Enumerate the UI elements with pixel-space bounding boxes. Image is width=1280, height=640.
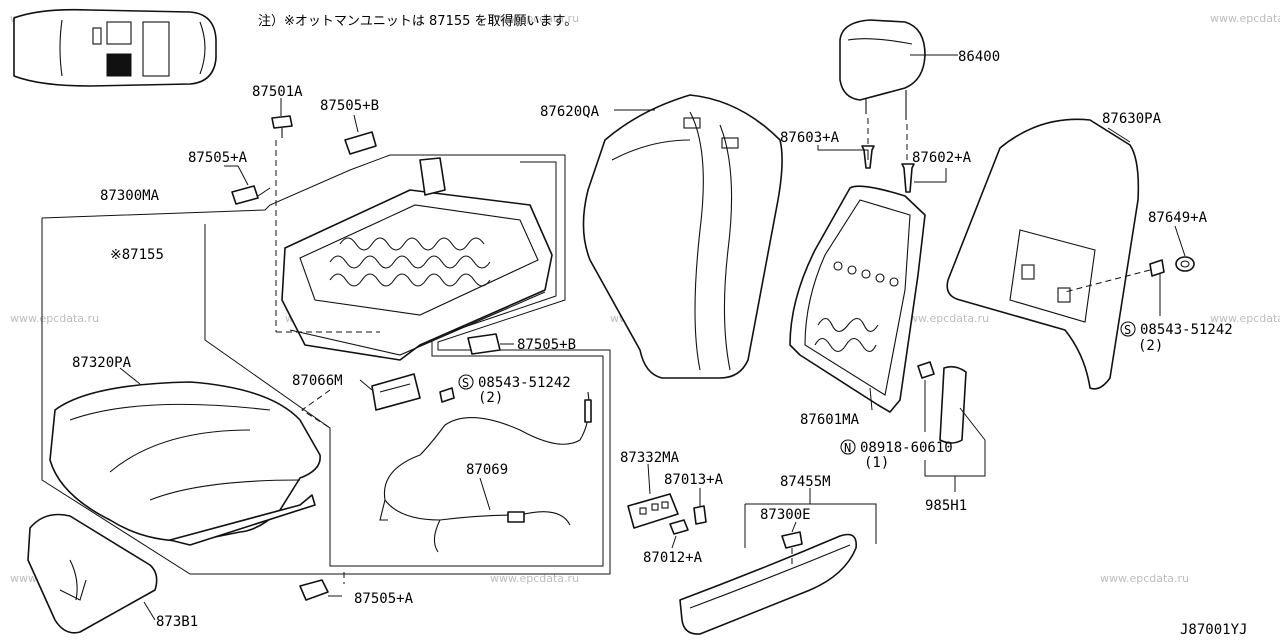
label-87300MA: 87300MA [100, 188, 160, 204]
assembly-outline-87300MA [41, 154, 611, 575]
car-locator-icon [13, 8, 217, 87]
watermark: www.epcdata.ru [1210, 312, 1280, 325]
harness-87069 [379, 391, 592, 553]
label-87649A: 87649+A [1148, 210, 1208, 226]
motor-87066M [301, 373, 421, 429]
watermark: www.epcdata.ru [1100, 572, 1189, 585]
label-87601MA: 87601MA [800, 412, 860, 428]
label-87013A: 87013+A [664, 472, 724, 488]
note-text: 注）※オットマンユニットは 87155 を取得願います。 [258, 13, 577, 29]
seatback-frame-87601MA [789, 185, 926, 413]
switch-plate-87332MA [627, 463, 679, 529]
nut-87649A [1174, 225, 1195, 272]
watermark: www.epcdata.ru [1210, 12, 1280, 25]
assembly-outline-87155 [204, 161, 604, 567]
label-87012A: 87012+A [643, 550, 703, 566]
clip-87505A-bottom [299, 572, 345, 601]
watermark: www.epcdata.ru [10, 312, 99, 325]
standard-part-symbol [1120, 321, 1136, 337]
clip-87505B-mid [467, 333, 514, 355]
back-board-87630PA [946, 118, 1140, 390]
finisher-87455M [679, 488, 877, 635]
label-87501A: 87501A [252, 84, 303, 100]
label-08543-mid-qty: (2) [478, 390, 503, 406]
label-985H1: 985H1 [925, 498, 967, 514]
label-08543-right: 08543-51242 [1140, 322, 1233, 338]
standard-part-symbol [840, 439, 856, 455]
standard-part-symbol [458, 374, 474, 390]
label-87300E: 87300E [760, 507, 811, 523]
knob-87013A [693, 488, 707, 525]
watermark: www.epcdata.ru [490, 572, 579, 585]
label-08543-right-qty: (2) [1138, 338, 1163, 354]
symbol-n: N [844, 441, 851, 455]
label-86400: 86400 [958, 49, 1000, 65]
label-873B1: 873B1 [156, 614, 198, 630]
bolt-08543-mid [439, 387, 455, 403]
watermark: www.epcdata.ru [900, 312, 989, 325]
label-87320PA: 87320PA [72, 355, 132, 371]
label-87455M: 87455M [780, 474, 831, 490]
label-87630PA: 87630PA [1102, 111, 1162, 127]
pad-985H1 [924, 365, 986, 492]
label-08543-mid: 08543-51242 [478, 375, 571, 391]
label-87066M: 87066M [292, 373, 343, 389]
label-87155: ※87155 [110, 247, 164, 263]
symbol-s: S [462, 376, 469, 390]
label-87505B-mid: 87505+B [517, 337, 576, 353]
seat-pad-87320PA [49, 367, 321, 546]
bolt-08543-right [1064, 259, 1165, 316]
seat-cushion-frame [275, 140, 553, 361]
drawing-id: J87001YJ [1180, 622, 1247, 638]
clip-87505B-top [344, 114, 377, 155]
watermark: www.epcdata.ru [490, 12, 579, 25]
clip-87501A [271, 98, 293, 138]
label-87332MA: 87332MA [620, 450, 680, 466]
label-08918-qty: (1) [864, 455, 889, 471]
label-08918: 08918-60610 [860, 440, 953, 456]
label-87505A-top: 87505+A [188, 150, 248, 166]
seatback-pad-87620QA [582, 94, 783, 379]
part-labels: 87501A 87505+B 87505+A 87300MA ※87155 87… [72, 49, 1247, 638]
label-87069: 87069 [466, 462, 508, 478]
label-87602A: 87602+A [912, 150, 972, 166]
stud-87602A [901, 163, 947, 193]
symbol-s: S [1124, 323, 1131, 337]
label-87620QA: 87620QA [540, 104, 600, 120]
knob-87012A [669, 519, 689, 549]
clip-87505A-top [224, 165, 271, 205]
nut-08918 [917, 361, 935, 432]
label-87603A: 87603+A [780, 130, 840, 146]
stud-87603A [817, 145, 875, 169]
label-87505A-bottom: 87505+A [354, 591, 414, 607]
clip-87300E [781, 521, 803, 566]
headrest-86400 [839, 19, 958, 160]
cover-873B1 [27, 513, 158, 634]
label-87505B-top: 87505+B [320, 98, 379, 114]
